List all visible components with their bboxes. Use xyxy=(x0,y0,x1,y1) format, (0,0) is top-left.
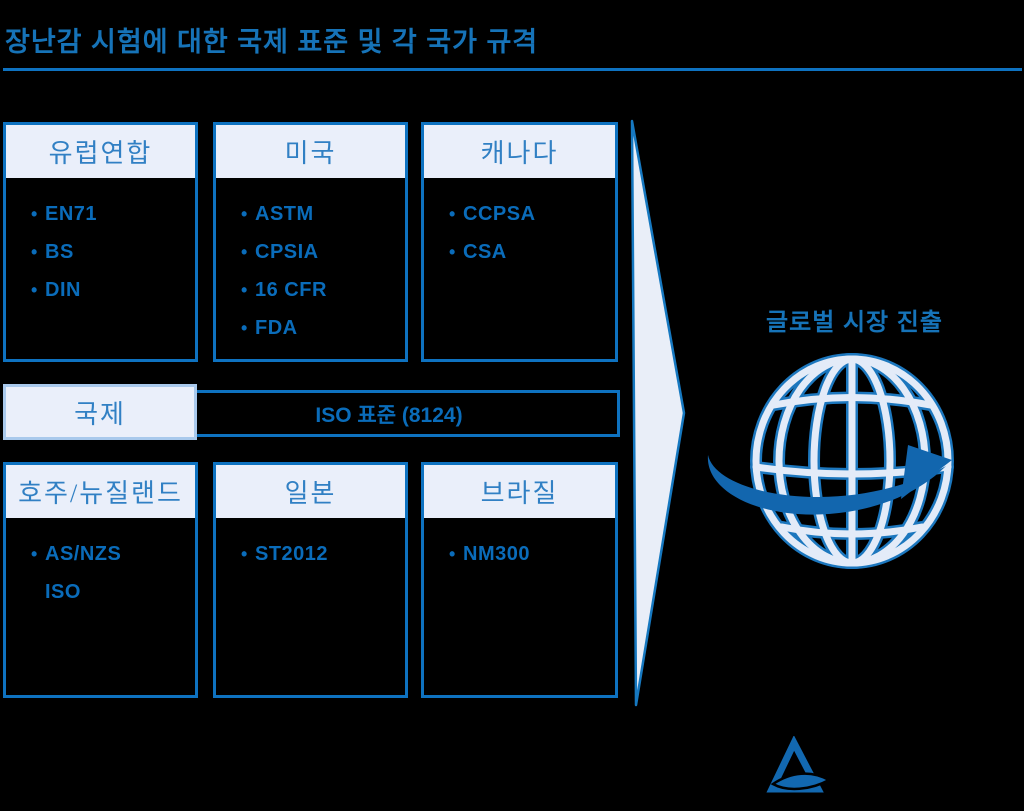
standard-item-label: ISO xyxy=(45,581,81,603)
standard-item: • DIN xyxy=(31,279,195,302)
bullet-icon: • xyxy=(241,544,248,564)
standard-item: • BS xyxy=(31,241,195,264)
box-body-jp: • ST2012 xyxy=(216,518,405,566)
triangle-swoosh-logo-icon xyxy=(766,736,832,793)
standards-box-br: 브라질 • NM300 xyxy=(421,462,618,698)
standard-item: • CCPSA xyxy=(449,203,615,226)
standard-item: • FDA xyxy=(241,317,405,340)
standards-box-au: 호주/뉴질랜드 • AS/NZS ISO xyxy=(3,462,198,698)
bullet-icon: • xyxy=(449,242,456,262)
standards-box-eu: 유럽연합 • EN71 • BS • DIN xyxy=(3,122,198,362)
standard-item-label: ST2012 xyxy=(255,543,329,565)
standard-item-label: NM300 xyxy=(463,543,530,565)
standard-item-label: 16 CFR xyxy=(255,279,327,301)
bullet-icon: • xyxy=(241,318,248,338)
international-label-box: 국제 xyxy=(3,384,197,440)
bullet-icon: • xyxy=(31,204,38,224)
standard-item-label: ASTM xyxy=(255,203,314,225)
box-header-jp: 일본 xyxy=(216,465,405,518)
flow-arrow xyxy=(630,119,686,707)
standards-box-jp: 일본 • ST2012 xyxy=(213,462,408,698)
box-header-au: 호주/뉴질랜드 xyxy=(6,465,195,518)
standard-item: ISO xyxy=(31,581,195,604)
box-header-br: 브라질 xyxy=(424,465,615,518)
box-body-br: • NM300 xyxy=(424,518,615,566)
box-header-eu: 유럽연합 xyxy=(6,125,195,178)
standard-item: • ST2012 xyxy=(241,543,405,566)
iso-standard-box: ISO 표준 (8124) xyxy=(158,390,620,437)
iso-standard-label: ISO 표준 (8124) xyxy=(315,403,463,427)
bullet-icon: • xyxy=(241,242,248,262)
result-caption: 글로벌 시장 진출 xyxy=(766,309,943,336)
international-label: 국제 xyxy=(74,399,126,429)
swoosh-arrow-icon xyxy=(707,445,952,515)
bullet-icon: • xyxy=(31,544,38,564)
box-body-us: • ASTM • CPSIA • 16 CFR • FDA xyxy=(216,178,405,340)
bullet-icon: • xyxy=(31,242,38,262)
page-title: 장난감 시험에 대한 국제 표준 및 각 국가 규격 xyxy=(5,27,539,57)
box-body-ca: • CCPSA • CSA xyxy=(424,178,615,264)
standard-item-label: CPSIA xyxy=(255,241,319,263)
standard-item-label: BS xyxy=(45,241,74,263)
box-body-au: • AS/NZS ISO xyxy=(6,518,195,604)
box-body-eu: • EN71 • BS • DIN xyxy=(6,178,195,302)
standard-item-label: AS/NZS xyxy=(45,543,122,565)
globe-icon xyxy=(707,353,954,569)
bullet-icon: • xyxy=(31,280,38,300)
standard-item-label: CSA xyxy=(463,241,507,263)
standard-item-label: CCPSA xyxy=(463,203,536,225)
bullet-icon: • xyxy=(449,544,456,564)
standards-box-us: 미국 • ASTM • CPSIA • 16 CFR • FDA xyxy=(213,122,408,362)
standard-item: • ASTM xyxy=(241,203,405,226)
bullet-icon: • xyxy=(449,204,456,224)
standards-box-ca: 캐나다 • CCPSA • CSA xyxy=(421,122,618,362)
standard-item: • CPSIA xyxy=(241,241,405,264)
standard-item: • NM300 xyxy=(449,543,615,566)
standard-item: • CSA xyxy=(449,241,615,264)
standard-item-label: DIN xyxy=(45,279,81,301)
standard-item: • AS/NZS xyxy=(31,543,195,566)
bullet-icon: • xyxy=(241,204,248,224)
title-underline xyxy=(3,68,1022,71)
standard-item-label: EN71 xyxy=(45,203,98,225)
box-header-us: 미국 xyxy=(216,125,405,178)
standard-item-label: FDA xyxy=(255,317,298,339)
standard-item: • 16 CFR xyxy=(241,279,405,302)
standard-item: • EN71 xyxy=(31,203,195,226)
bullet-icon: • xyxy=(241,280,248,300)
box-header-ca: 캐나다 xyxy=(424,125,615,178)
